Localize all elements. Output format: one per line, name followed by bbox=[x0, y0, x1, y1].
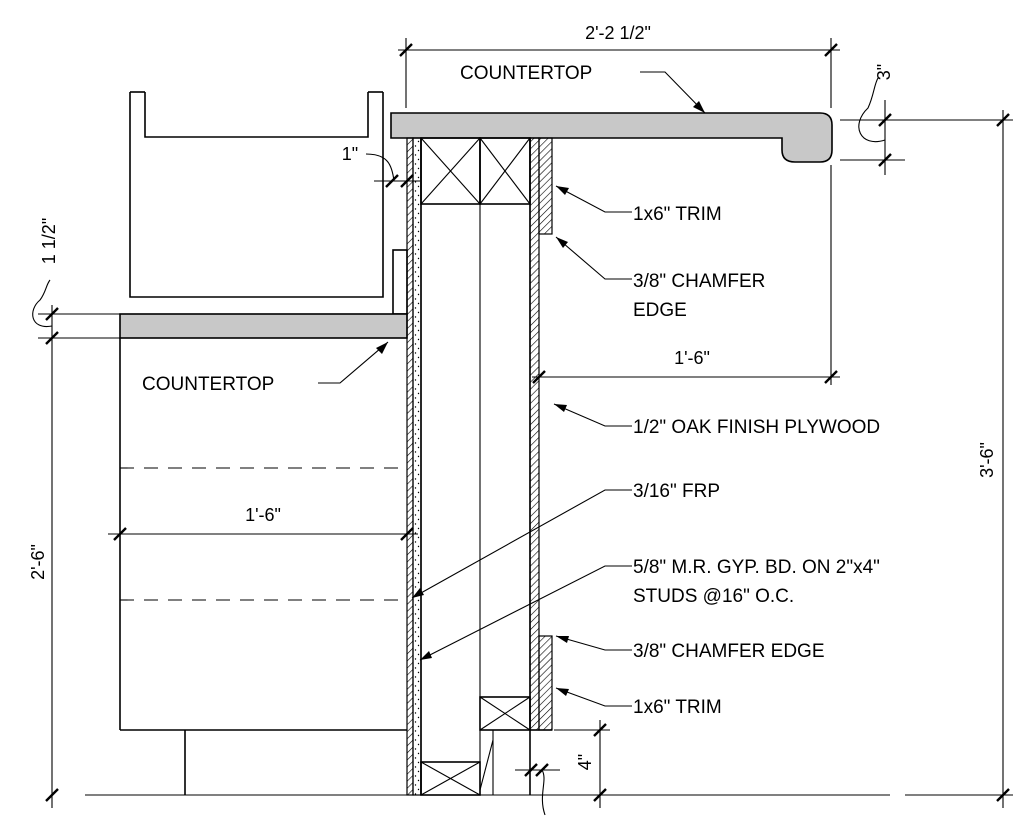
dimension-gap-text: 1" bbox=[342, 144, 358, 164]
dimension-lower-height-text: 2'-6" bbox=[28, 544, 48, 580]
sink-outline bbox=[129, 91, 408, 315]
label-countertop-lower: COUNTERTOP bbox=[142, 374, 274, 395]
label-gyp-line2: STUDS @16" O.C. bbox=[633, 586, 794, 607]
dimension-lower-thickness-text: 1 1/2" bbox=[39, 218, 59, 264]
label-countertop-upper: COUNTERTOP bbox=[460, 63, 592, 84]
leader-plywood: 1/2" OAK FINISH PLYWOOD bbox=[553, 403, 880, 438]
dimension-base-height-text: 4" bbox=[575, 754, 595, 770]
leader-trim-upper: 1x6" TRIM bbox=[555, 185, 722, 225]
lower-cabinet bbox=[119, 338, 407, 795]
upper-countertop bbox=[390, 112, 833, 163]
dimension-total-height-text: 3'-6" bbox=[977, 442, 997, 478]
label-chamfer-lower: 3/8" CHAMFER EDGE bbox=[633, 641, 825, 662]
label-chamfer-upper-line2: EDGE bbox=[633, 300, 687, 321]
wall-section bbox=[406, 137, 553, 796]
dimension-total-height: 3'-6" bbox=[905, 110, 1013, 808]
leader-trim-lower: 1x6" TRIM bbox=[555, 687, 722, 718]
leader-frp: 3/16" FRP bbox=[411, 481, 720, 599]
label-trim-lower: 1x6" TRIM bbox=[633, 697, 722, 718]
leader-countertop-upper: COUNTERTOP bbox=[460, 63, 706, 114]
dimension-upper-depth: 1'-6" bbox=[532, 165, 840, 385]
dimension-top-width-text: 2'-2 1/2" bbox=[585, 23, 651, 43]
leader-chamfer-upper: 3/8" CHAMFER EDGE bbox=[555, 236, 765, 321]
dimension-lower-depth: 1'-6" bbox=[108, 505, 418, 541]
dimension-base-height: 4" bbox=[515, 720, 610, 816]
dimension-gap: 1" bbox=[342, 144, 420, 188]
lower-countertop bbox=[119, 313, 408, 339]
label-frp: 3/16" FRP bbox=[633, 481, 720, 502]
leader-countertop-lower: COUNTERTOP bbox=[142, 341, 389, 395]
dimension-counter-thickness-text: 3" bbox=[874, 64, 894, 80]
dimension-upper-depth-text: 1'-6" bbox=[674, 348, 710, 368]
dimension-counter-thickness: 3" bbox=[840, 64, 905, 175]
label-gyp-line1: 5/8" M.R. GYP. BD. ON 2"x4" bbox=[633, 557, 880, 578]
label-trim-upper: 1x6" TRIM bbox=[633, 204, 722, 225]
leader-chamfer-lower: 3/8" CHAMFER EDGE bbox=[555, 635, 825, 662]
dimension-top-width: 2'-2 1/2" bbox=[398, 23, 840, 108]
label-chamfer-upper-line1: 3/8" CHAMFER bbox=[633, 271, 765, 292]
dimension-lower-thickness: 1 1/2" bbox=[32, 218, 120, 327]
dimension-lower-depth-text: 1'-6" bbox=[245, 505, 281, 525]
label-plywood: 1/2" OAK FINISH PLYWOOD bbox=[633, 417, 880, 438]
dimension-lower-height: 2'-6" bbox=[28, 305, 120, 808]
leader-gyp: 5/8" M.R. GYP. BD. ON 2"x4" STUDS @16" O… bbox=[419, 557, 880, 661]
